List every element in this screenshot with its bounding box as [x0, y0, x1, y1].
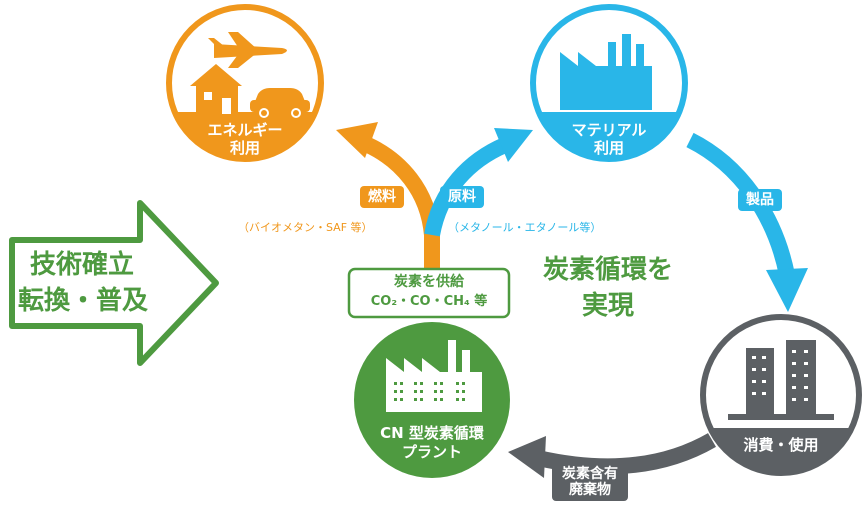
plant-label-line2: プラント	[401, 443, 462, 461]
fuel-note: （バイオメタン・SAF 等）	[238, 221, 373, 234]
raw-material-arrowhead	[494, 128, 533, 162]
energy-label-line1: エネルギー	[207, 121, 283, 139]
raw-material-note: （メタノール・エタノール等）	[448, 221, 602, 234]
supply-box-frame	[347, 267, 511, 319]
waste-tag-line1: 炭素含有	[562, 466, 618, 482]
waste-tag: 炭素含有 廃棄物	[552, 463, 628, 501]
material-label-band	[538, 112, 680, 161]
car-icon	[250, 88, 310, 118]
building-windows	[752, 350, 808, 401]
plant-label-line1: CN 型炭素循環	[380, 424, 484, 442]
headline-line1: 炭素循環を	[542, 255, 673, 285]
material-label-line2: 利用	[593, 139, 624, 157]
energy-label-band	[174, 112, 316, 161]
factory-icon	[560, 34, 652, 110]
house-icon	[190, 64, 242, 114]
material-label-line1: マテリアル	[571, 121, 647, 139]
arrow-block-line1: 技術確立	[29, 250, 134, 280]
headline-line2: 実現	[581, 291, 634, 321]
energy-label-line2: 利用	[229, 139, 260, 157]
waste-tag-line2: 廃棄物	[569, 482, 611, 498]
product-arrowhead	[766, 268, 808, 312]
consume-label-band	[710, 428, 852, 474]
waste-arrowhead	[508, 436, 546, 478]
transition-arrow-shape	[9, 200, 219, 366]
raw-material-tag: 原料	[440, 186, 484, 208]
raw-material-flow-arrow	[424, 137, 509, 237]
waste-flow-arrow	[536, 433, 716, 475]
consume-label: 消費・使用	[743, 436, 819, 454]
supply-line1: 炭素を供給	[394, 274, 464, 290]
airplane-icon	[208, 32, 287, 68]
product-tag: 製品	[738, 189, 782, 211]
plant-factory-windows	[394, 382, 465, 401]
fuel-tag: 燃料	[360, 186, 404, 208]
arrow-block-line2: 転換・普及	[18, 286, 149, 316]
supply-line2: CO₂・CO・CH₄ 等	[370, 294, 488, 309]
buildings-icon	[728, 340, 834, 420]
fuel-arrowhead	[336, 122, 378, 158]
